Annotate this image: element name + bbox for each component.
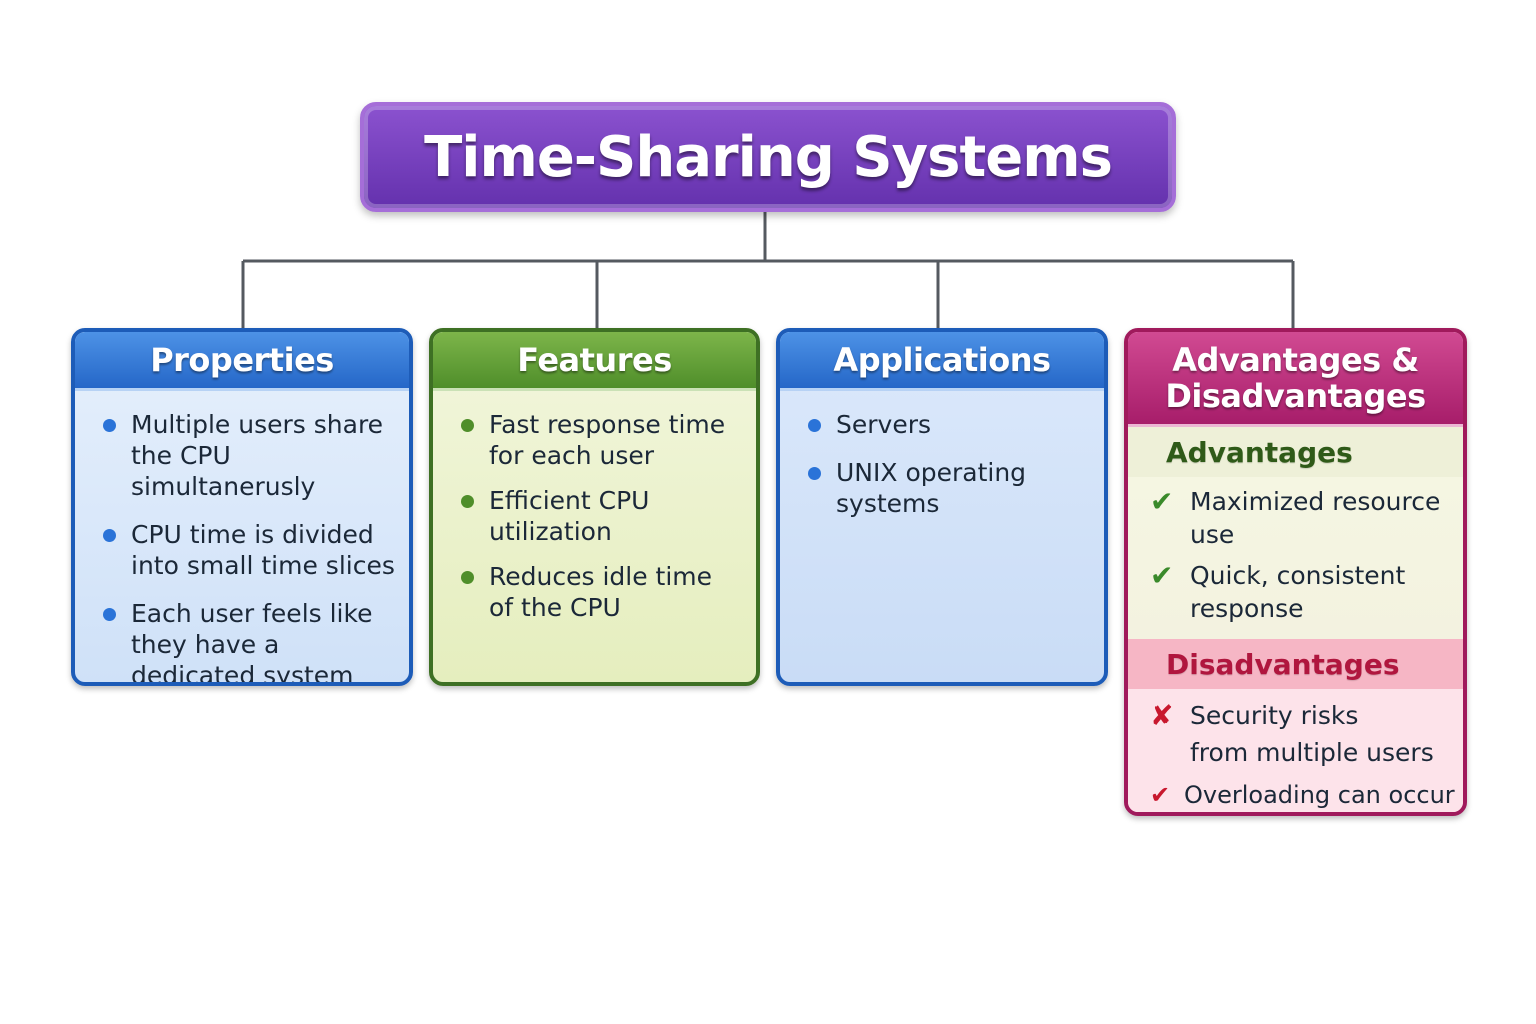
advantage-item: ✔Maximized resource use <box>1150 485 1441 549</box>
dot-icon <box>103 608 116 621</box>
disadvantages-heading: Disadvantages <box>1128 639 1463 689</box>
dot-icon <box>103 529 116 542</box>
list-item: Multiple users share the CPU simultaneru… <box>103 409 399 502</box>
list-item: Efficient CPU utilization <box>461 485 746 547</box>
advantages-list: ✔Maximized resource use ✔Quick, consiste… <box>1128 477 1463 639</box>
features-header: Features <box>433 332 756 391</box>
check-icon: ✔ <box>1150 781 1171 809</box>
check-icon: ✔ <box>1150 559 1174 592</box>
disadvantage-item: ✘Security risks from multiple users <box>1150 699 1434 767</box>
disadvantages-list: ✘Security risks from multiple users ✔Ove… <box>1128 689 1463 812</box>
advantage-item: ✔Quick, consistent response <box>1150 559 1406 623</box>
dot-icon <box>461 419 474 432</box>
applications-card: Applications Servers UNIX operating syst… <box>776 328 1108 686</box>
list-item: CPU time is divided into small time slic… <box>103 519 399 581</box>
dot-icon <box>103 419 116 432</box>
dot-icon <box>461 495 474 508</box>
list-item: Servers <box>808 409 1094 440</box>
dot-icon <box>461 571 474 584</box>
check-icon: ✔ <box>1150 485 1174 518</box>
applications-list: Servers UNIX operating systems <box>808 409 1094 519</box>
advantages-heading: Advantages <box>1128 427 1463 477</box>
disadvantage-item: ✔Overloading can occur <box>1150 779 1455 812</box>
properties-header: Properties <box>75 332 409 391</box>
dot-icon <box>808 419 821 432</box>
applications-header: Applications <box>780 332 1104 391</box>
list-item: Each user feels like they have a dedicat… <box>103 598 399 682</box>
list-item: UNIX operating systems <box>808 457 1094 519</box>
features-card: Features Fast response time for each use… <box>429 328 760 686</box>
root-title: Time-Sharing Systems <box>424 124 1113 190</box>
cross-icon: ✘ <box>1150 699 1174 732</box>
root-node: Time-Sharing Systems <box>360 102 1176 212</box>
features-list: Fast response time for each user Efficie… <box>461 409 746 623</box>
dot-icon <box>808 467 821 480</box>
advantages-disadvantages-card: Advantages & Disadvantages Advantages ✔M… <box>1124 328 1467 816</box>
list-item: Fast response time for each user <box>461 409 746 471</box>
advantages-disadvantages-header: Advantages & Disadvantages <box>1128 332 1463 427</box>
properties-card: Properties Multiple users share the CPU … <box>71 328 413 686</box>
properties-list: Multiple users share the CPU simultaneru… <box>103 409 399 682</box>
list-item: Reduces idle time of the CPU <box>461 561 746 623</box>
